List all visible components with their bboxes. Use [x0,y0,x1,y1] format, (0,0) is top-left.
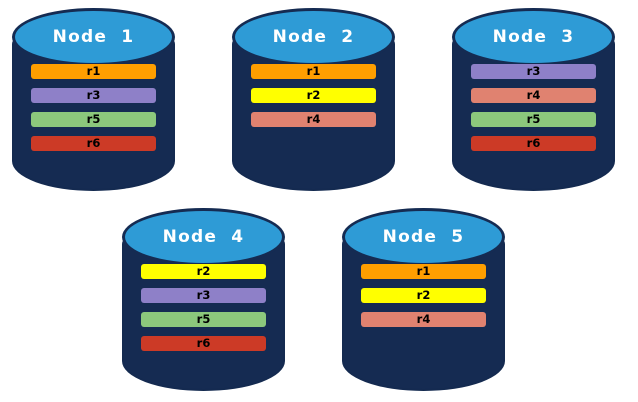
replica-bar-r2[interactable]: r2 [361,288,486,303]
replica-bar-r1[interactable]: r1 [251,64,376,79]
replica-bar-r2[interactable]: r2 [251,88,376,103]
cylinder-top-ellipse [342,208,505,266]
replica-bar-r1[interactable]: r1 [361,264,486,279]
replica-bar-r6[interactable]: r6 [31,136,156,151]
replica-bar-r1[interactable]: r1 [31,64,156,79]
replica-bar-r2[interactable]: r2 [141,264,266,279]
cylinder-top-ellipse [232,8,395,66]
replica-list: r1 r2 r4 [232,64,395,127]
replica-list: r1 r3 r5 r6 [12,64,175,151]
replica-bar-r4[interactable]: r4 [361,312,486,327]
cylinder-top-ellipse [122,208,285,266]
replica-bar-r4[interactable]: r4 [471,88,596,103]
replica-bar-r5[interactable]: r5 [31,112,156,127]
cylinder-top-ellipse [452,8,615,66]
replica-list: r3 r4 r5 r6 [452,64,615,151]
replica-bar-r6[interactable]: r6 [471,136,596,151]
cylinder-top-ellipse [12,8,175,66]
replica-bar-r4[interactable]: r4 [251,112,376,127]
replica-list: r1 r2 r4 [342,264,505,327]
replica-bar-r3[interactable]: r3 [141,288,266,303]
replica-list: r2 r3 r5 r6 [122,264,285,351]
replica-bar-r6[interactable]: r6 [141,336,266,351]
replica-bar-r5[interactable]: r5 [471,112,596,127]
replica-bar-r5[interactable]: r5 [141,312,266,327]
replica-bar-r3[interactable]: r3 [471,64,596,79]
replica-bar-r3[interactable]: r3 [31,88,156,103]
